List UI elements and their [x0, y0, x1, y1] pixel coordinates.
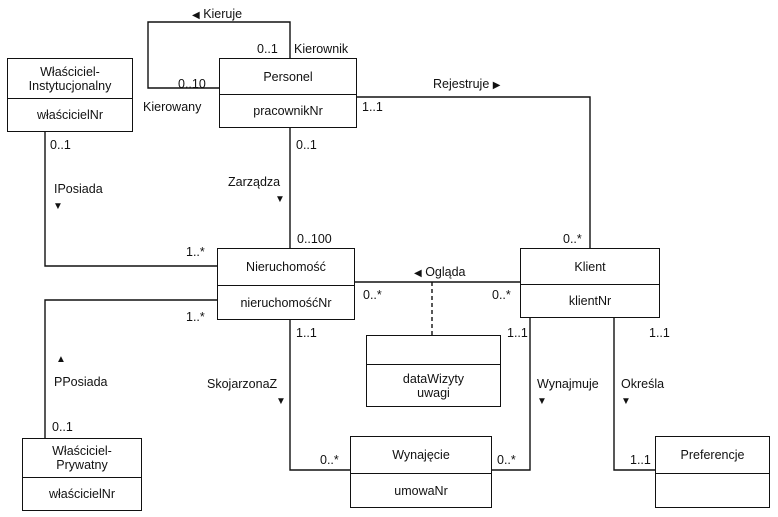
mult-kieruje-bottom: 0..10: [178, 77, 206, 91]
assoc-rejestruje: Rejestruje ▶: [433, 77, 500, 93]
class-klient: Klient klientNr: [520, 248, 660, 318]
assoc-kieruje: ◀ Kieruje: [192, 7, 242, 23]
class-preferencje-attrs: [656, 473, 769, 507]
assoc-oglada: ◀ Ogląda: [414, 265, 466, 281]
role-kierownik: Kierownik: [294, 42, 349, 56]
wynajmuje-line: [492, 318, 531, 471]
assoc-zarzadza-label: Zarządza: [228, 175, 281, 189]
assoc-pposiada-label: PPosiada: [54, 375, 108, 389]
class-wlasciciel-prywatny: Właściciel- Prywatny właścicielNr: [22, 438, 142, 511]
class-personel: Personel pracownikNr: [219, 58, 357, 128]
class-nieruchomosc: Nieruchomość nieruchomośćNr: [217, 248, 355, 320]
iposiada-line: [44, 132, 217, 267]
mult-nier-oglada: 0..*: [363, 288, 382, 302]
mult-kieruje-top: 0..1: [257, 42, 278, 56]
skojarzona-line: [289, 320, 350, 471]
arrow-down-icon: ▼: [276, 396, 286, 407]
assoc-oglada-label: Ogląda: [425, 265, 466, 279]
mult-klient-rejestruje: 0..*: [563, 232, 582, 246]
arrow-down-icon: ▼: [621, 396, 631, 407]
mult-wp-pposiada: 0..1: [52, 420, 73, 434]
assoc-wynajmuje-label: Wynajmuje: [537, 377, 599, 391]
assoc-rejestruje-label: Rejestruje: [433, 77, 490, 91]
mult-klient-wynajmuje: 1..1: [507, 326, 528, 340]
class-name-line1: Właściciel-: [40, 64, 100, 79]
assoc-skojarzona-label: SkojarzonaZ: [207, 377, 278, 391]
class-name-line1: Właściciel-: [52, 444, 112, 458]
mult-klient-oglada: 0..*: [492, 288, 511, 302]
arrow-down-icon: ▼: [275, 194, 285, 205]
assoc-okresla-label: Określa: [621, 377, 665, 391]
class-attr-line1: dataWizyty: [402, 371, 465, 386]
class-klient-name: Klient: [574, 259, 606, 274]
class-wynajecie-name: Wynajęcie: [392, 448, 450, 462]
class-wynajecie: Wynajęcie umowaNr: [350, 436, 492, 508]
mult-klient-okresla: 1..1: [649, 326, 670, 340]
arrow-right-icon: ▶: [492, 80, 501, 91]
mult-nier-skojarzona: 1..1: [296, 326, 317, 340]
arrow-left-icon: ◀: [192, 10, 200, 21]
class-name-line2: Instytucjonalny: [28, 78, 112, 93]
pposiada-line: [44, 299, 217, 438]
class-wizyta-name: [367, 336, 500, 364]
class-nieruchomosc-name: Nieruchomość: [246, 260, 326, 274]
class-wlasciciel-prywatny-attrs: właścicielNr: [23, 477, 141, 510]
mult-nier-pposiada: 1..*: [186, 310, 205, 324]
mult-nier-iposiada: 1..*: [186, 245, 205, 259]
mult-nier-zarzadza: 0..100: [297, 232, 332, 246]
role-kierowany: Kierowany: [143, 100, 202, 114]
class-wlasciciel-instytucjonalny-name: Właściciel- Instytucjonalny: [8, 59, 132, 98]
mult-wi-iposiada: 0..1: [50, 138, 71, 152]
class-wizyta-attrs: dataWizyty uwagi: [367, 364, 500, 406]
class-personel-name: Personel: [263, 69, 313, 84]
class-wlasciciel-instytucjonalny: Właściciel- Instytucjonalny właścicielNr: [7, 58, 133, 132]
assoc-kieruje-label: Kieruje: [203, 7, 243, 21]
mult-personel-zarzadza: 0..1: [296, 138, 317, 152]
mult-personel-rejestruje: 1..1: [362, 100, 383, 114]
rejestruje-line: [357, 96, 591, 248]
mult-wynajecie-right: 0..*: [497, 453, 516, 467]
kieruje-line: [147, 21, 291, 89]
class-nieruchomosc-attrs: nieruchomośćNr: [218, 285, 354, 319]
arrow-up-icon: ▲: [56, 354, 66, 365]
class-attr-line2: uwagi: [417, 385, 450, 400]
assoc-iposiada-label: IPosiada: [54, 182, 103, 196]
class-wynajecie-attrs: umowaNr: [351, 473, 491, 507]
arrow-down-icon: ▼: [537, 396, 547, 407]
okresla-line: [613, 318, 655, 471]
class-name-line2: Prywatny: [56, 458, 108, 472]
class-preferencje-name: Preferencje: [680, 448, 745, 462]
class-preferencje: Preferencje: [655, 436, 770, 508]
mult-preferencje-okresla: 1..1: [630, 453, 651, 467]
arrow-down-icon: ▼: [53, 201, 63, 212]
class-wlasciciel-instytucjonalny-attrs: właścicielNr: [8, 98, 132, 131]
class-wizyta: dataWizyty uwagi: [366, 335, 501, 407]
class-klient-attrs: klientNr: [521, 284, 659, 317]
class-personel-attrs: pracownikNr: [220, 94, 356, 127]
arrow-left-icon: ◀: [414, 268, 422, 279]
mult-wynajecie-left: 0..*: [320, 453, 339, 467]
class-wlasciciel-prywatny-name: Właściciel- Prywatny: [23, 439, 141, 477]
